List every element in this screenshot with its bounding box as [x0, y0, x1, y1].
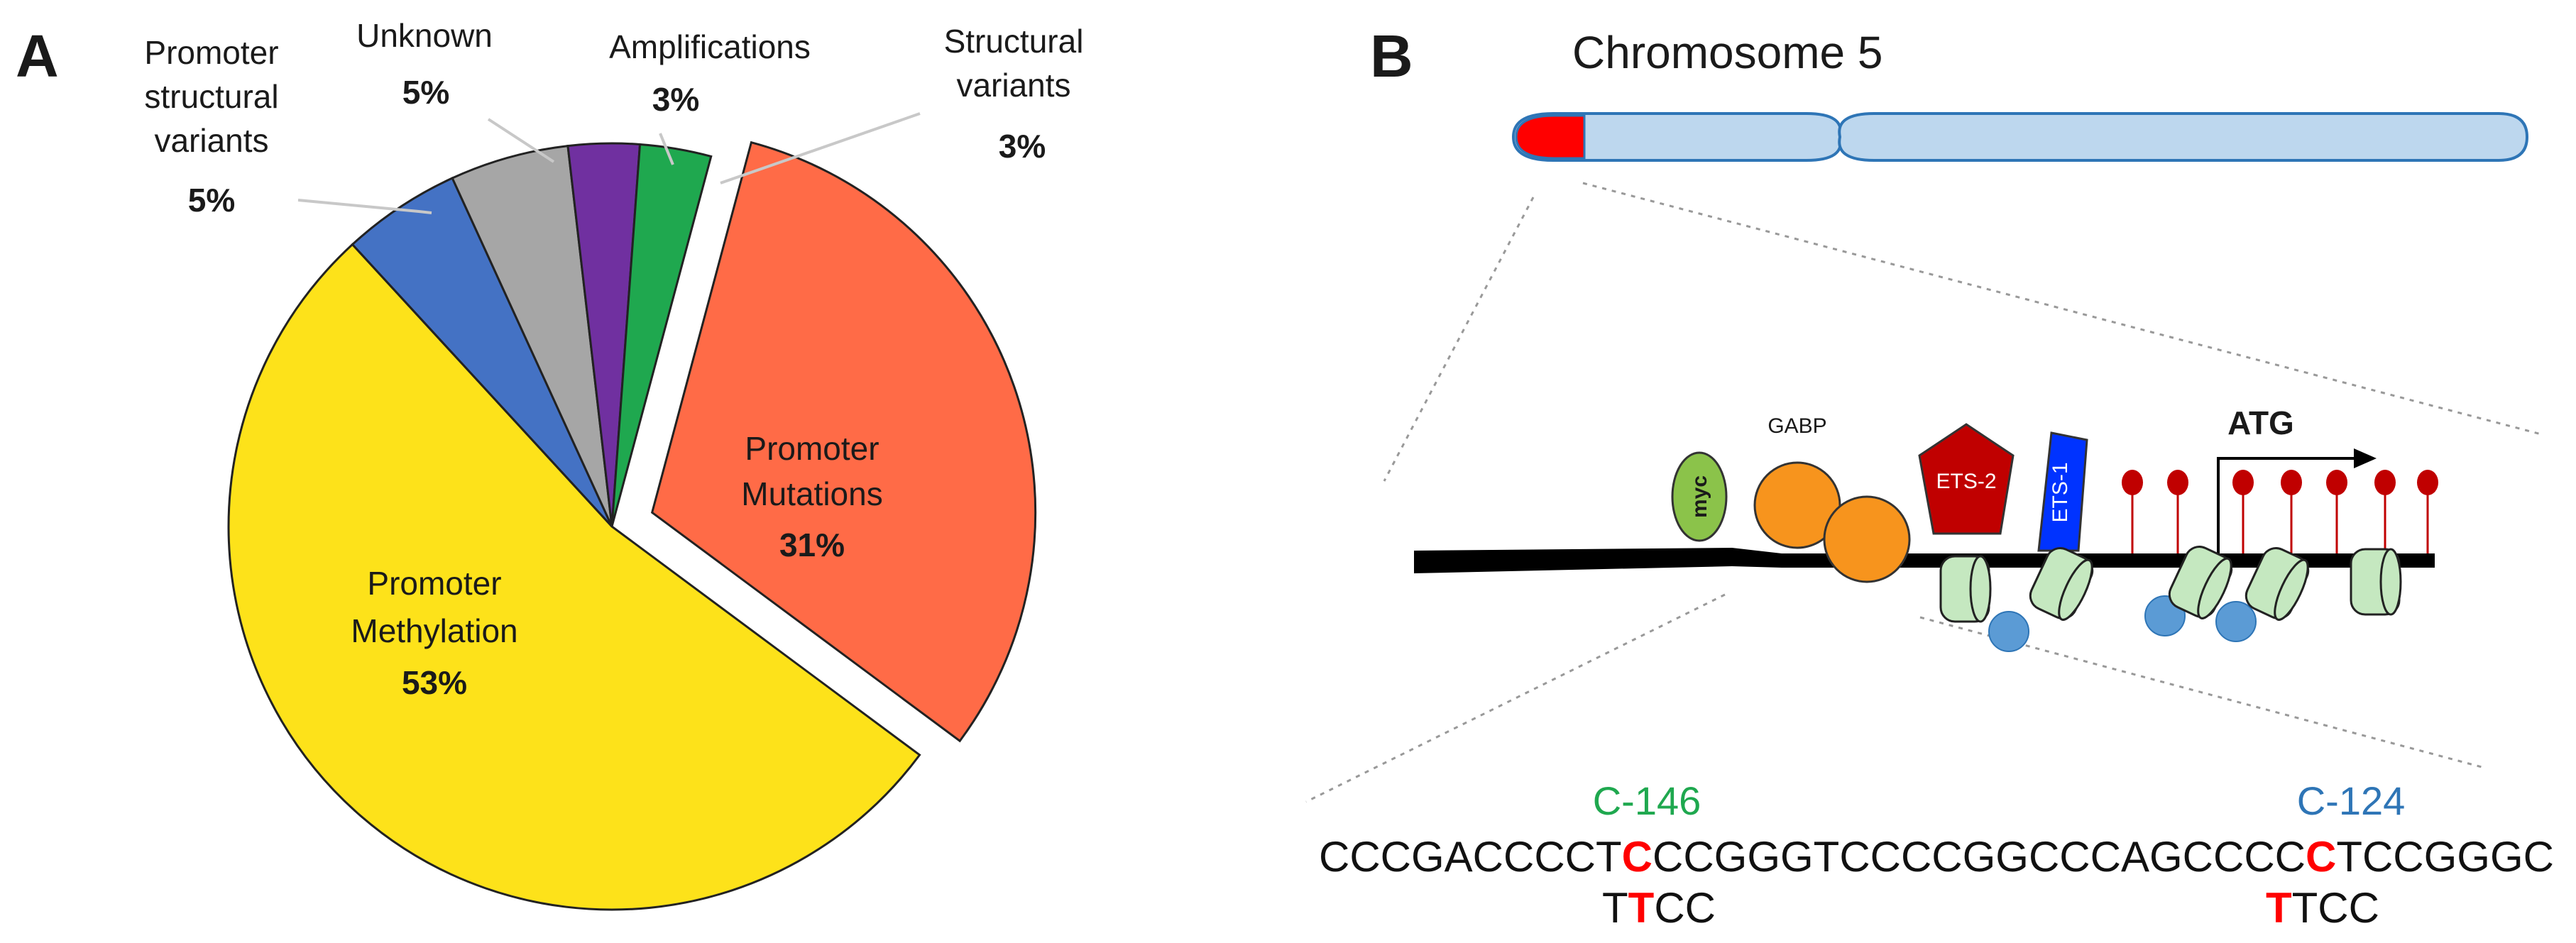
chromosome-title: Chromosome 5 [1572, 27, 1883, 78]
label-amp-pct: 3% [652, 81, 699, 118]
pie-slice-structural-variants [610, 143, 713, 527]
label-methylation-1: Promoter [367, 565, 501, 602]
nucleosome [1939, 555, 1992, 623]
nucleosomes [1939, 546, 2402, 652]
label-sv-1: Structural [944, 23, 1084, 60]
seq-mut-site-2: C [2306, 833, 2336, 881]
label-sv-2: variants [956, 67, 1070, 104]
label-amp-1: Amplifications [609, 28, 811, 65]
mut1-a: T [1602, 884, 1628, 932]
cpg-site [2326, 470, 2347, 495]
site-c124-label: C-124 [2297, 778, 2406, 823]
label-psv-pct: 5% [188, 182, 235, 219]
myc-label: myc [1688, 475, 1711, 518]
leader-unknown [487, 118, 555, 163]
pie-slice-promoter-methylation [227, 243, 921, 911]
cpg-site [2281, 470, 2302, 495]
label-psv-1: Promoter [144, 34, 278, 71]
seq-mut-site-1: C [1622, 833, 1653, 881]
pie-slice-promoter-mutations [650, 140, 1037, 743]
mutation-1-sequence: TTCC [1602, 884, 1716, 932]
mut2-b: TCC [2292, 884, 2379, 932]
gabp-label: GABP [1767, 414, 1826, 438]
atg-label: ATG [2227, 404, 2294, 441]
seq-part-a: CCCGACCCCT [1319, 833, 1622, 881]
panel-b-label: B [1370, 23, 1413, 89]
mut2-a: T [2266, 884, 2292, 932]
label-mutations-2: Mutations [741, 475, 882, 512]
cpg-sites [2122, 470, 2438, 553]
label-psv-2: structural [144, 78, 278, 115]
cpg-site [2122, 470, 2143, 495]
tss-arrow: ATG [2217, 404, 2377, 553]
nucleosome [2029, 547, 2094, 621]
label-mutations-pct: 31% [779, 526, 845, 563]
label-unknown-1: Unknown [356, 17, 493, 54]
ets2-label: ETS-2 [1936, 470, 1996, 493]
zoom-line-lower-left [1305, 593, 1726, 803]
mutation-2-sequence: TTCC [2266, 884, 2379, 932]
leader-sv [720, 112, 921, 184]
ets1-factor: ETS-1 [2037, 431, 2088, 552]
cpg-site [2232, 470, 2254, 495]
cpg-site [2417, 470, 2438, 495]
chromosome-5 [1511, 112, 2529, 162]
telomere-region [1515, 114, 1586, 160]
label-mutations-1: Promoter [745, 430, 879, 467]
nucleosome [2168, 546, 2233, 619]
label-methylation-pct: 53% [402, 664, 467, 701]
site-c146-label: C-146 [1593, 778, 1701, 823]
ets1-label: ETS-1 [2049, 462, 2072, 522]
mut1-b: T [1628, 884, 1655, 932]
pie-slice-unknown [451, 144, 613, 527]
ets2-factor: ETS-2 [1918, 423, 2015, 535]
zoom-line-right [1582, 182, 2542, 436]
seq-part-e: TCCGGGC [2336, 833, 2554, 881]
pie-chart [227, 140, 1037, 911]
mut1-c: CC [1654, 884, 1716, 932]
blue-ball [2215, 601, 2257, 642]
chromosome-arm-p [1511, 112, 1842, 162]
pie-slice-promoter-structural-variants [351, 177, 613, 528]
chromosome-arm-q [1838, 112, 2529, 162]
myc-factor: myc [1671, 451, 1728, 542]
leader-psv [297, 199, 432, 214]
nucleosome [2350, 548, 2402, 616]
label-psv-3: variants [154, 122, 268, 159]
blue-ball [1988, 611, 2029, 652]
cpg-site [2167, 470, 2188, 495]
seq-part-c: CCGGGTCCCCGGCCCAGCCCC [1653, 833, 2306, 881]
dna-strand [1414, 548, 2435, 573]
leader-amp [659, 133, 674, 165]
zoom-line-lower-right [1919, 616, 2485, 769]
nucleosome [2245, 547, 2310, 621]
label-unknown-pct: 5% [402, 74, 449, 111]
label-sv-pct: 3% [999, 128, 1046, 165]
label-methylation-2: Methylation [351, 612, 517, 649]
cpg-site [2374, 470, 2396, 495]
panel-a-label: A [16, 23, 59, 89]
promoter-sequence: CCCGACCCCTCCCGGGTCCCCGGCCCAGCCCCCTCCGGGC [1319, 833, 2554, 881]
gabp-factor: GABP [1753, 414, 1911, 583]
zoom-line-left [1383, 197, 1535, 482]
